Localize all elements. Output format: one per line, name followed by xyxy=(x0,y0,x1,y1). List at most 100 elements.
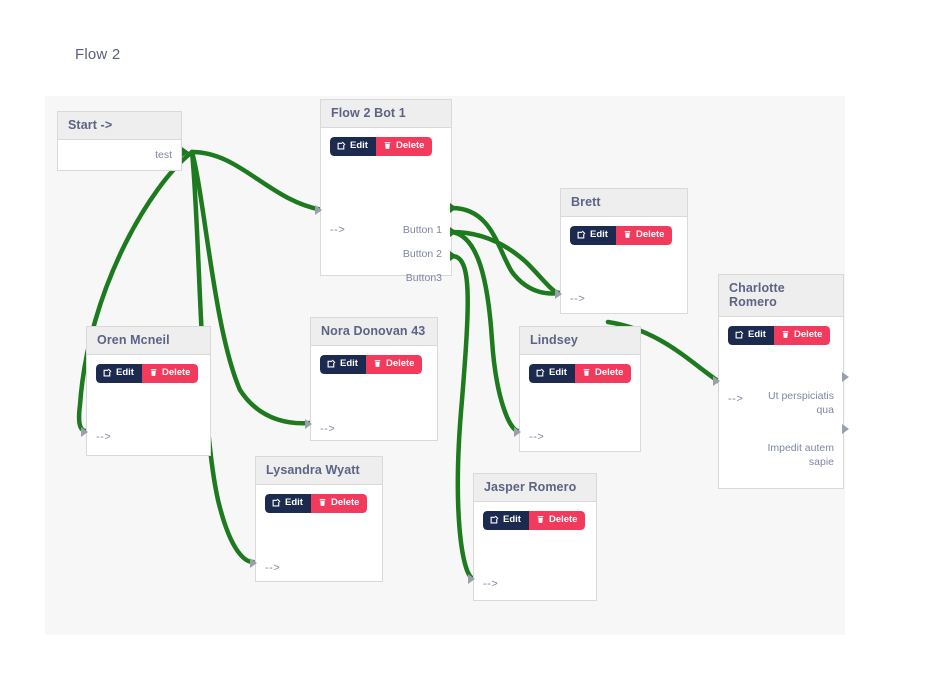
node-title: Brett xyxy=(561,189,687,217)
edit-button-label: Edit xyxy=(549,367,567,378)
edit-button[interactable]: Edit xyxy=(265,494,311,513)
pencil-square-icon xyxy=(272,498,281,507)
delete-button-label: Delete xyxy=(395,140,425,151)
port-nub-brett-in xyxy=(555,289,562,299)
port-in-brett[interactable]: --> xyxy=(570,293,586,305)
edit-button[interactable]: Edit xyxy=(330,137,376,156)
edit-button[interactable]: Edit xyxy=(529,364,575,383)
node-title: Jasper Romero xyxy=(474,474,596,502)
edit-button-label: Edit xyxy=(503,514,521,525)
node-flow2bot1[interactable]: Flow 2 Bot 1 Edit Delete --> Button 1 xyxy=(320,99,452,284)
edit-button-label: Edit xyxy=(285,497,303,508)
pencil-square-icon xyxy=(327,359,336,368)
trash-icon xyxy=(373,359,382,368)
delete-button[interactable]: Delete xyxy=(615,226,673,245)
node-body: Edit Delete --> xyxy=(87,355,210,454)
port-in-orenmcneil[interactable]: --> xyxy=(96,431,112,443)
node-jasperromero[interactable]: Jasper Romero Edit Delete --> xyxy=(473,473,597,601)
port-out-ut-perspiciatis-qua[interactable]: Ut perspiciatis qua xyxy=(768,390,834,416)
delete-button-label: Delete xyxy=(385,358,415,369)
delete-button-label: Delete xyxy=(161,367,191,378)
node-brett[interactable]: Brett Edit Delete --> xyxy=(560,188,688,314)
edit-button-label: Edit xyxy=(590,229,608,240)
port-out-button-3[interactable]: Button3 xyxy=(405,272,442,284)
trash-icon xyxy=(383,141,392,150)
edit-button[interactable]: Edit xyxy=(728,326,774,345)
port-in-charlotteromero[interactable]: --> xyxy=(728,393,744,405)
port-nub-charlotte-out-1 xyxy=(842,372,849,382)
trash-icon xyxy=(582,368,591,377)
node-body: Edit Delete --> xyxy=(474,502,596,599)
port-in-lindsey[interactable]: --> xyxy=(529,431,545,443)
port-out-impedit-autem-sapie[interactable]: Impedit autem sapie xyxy=(767,442,834,468)
node-body: Edit Delete --> Button 1 Button 2 Button… xyxy=(321,128,451,284)
node-orenmcneil[interactable]: Oren Mcneil Edit Delete --> xyxy=(86,326,211,456)
port-in-noradonovan[interactable]: --> xyxy=(320,423,336,435)
port-nub-start-test xyxy=(182,147,189,157)
port-nub-charlotte-out-2 xyxy=(842,424,849,434)
node-body: Edit Delete --> xyxy=(520,355,640,450)
port-out-button-1[interactable]: Button 1 xyxy=(402,224,442,236)
node-start[interactable]: Start -> test xyxy=(57,111,182,171)
edit-button[interactable]: Edit xyxy=(96,364,142,383)
port-nub-noradonovan-in xyxy=(305,419,312,429)
node-body: test xyxy=(58,140,181,169)
port-nub-button-1 xyxy=(450,203,457,213)
delete-button[interactable]: Delete xyxy=(310,494,368,513)
delete-button[interactable]: Delete xyxy=(773,326,831,345)
pencil-square-icon xyxy=(337,141,346,150)
node-title: Start -> xyxy=(58,112,181,140)
node-toolbar: Edit Delete xyxy=(529,364,632,383)
port-in-jasperromero[interactable]: --> xyxy=(483,578,499,590)
edit-button-label: Edit xyxy=(350,140,368,151)
delete-button[interactable]: Delete xyxy=(141,364,199,383)
trash-icon xyxy=(623,230,632,239)
node-charlotteromero[interactable]: Charlotte Romero Edit Delete --> Ut pers… xyxy=(718,274,844,489)
port-nub-button-3 xyxy=(450,251,457,261)
delete-button-label: Delete xyxy=(330,497,360,508)
port-nub-button-2 xyxy=(450,227,457,237)
trash-icon xyxy=(318,498,327,507)
node-title: Lysandra Wyatt xyxy=(256,457,382,485)
page-title: Flow 2 xyxy=(75,46,121,63)
node-noradonovan[interactable]: Nora Donovan 43 Edit Delete --> xyxy=(310,317,438,441)
port-out-button-2[interactable]: Button 2 xyxy=(402,248,442,260)
delete-button-label: Delete xyxy=(635,229,665,240)
node-body: Edit Delete --> xyxy=(561,217,687,312)
edit-button[interactable]: Edit xyxy=(320,355,366,374)
node-body: Edit Delete --> xyxy=(311,346,437,439)
delete-button[interactable]: Delete xyxy=(528,511,586,530)
edit-button[interactable]: Edit xyxy=(483,511,529,530)
port-in-lysandrawyatt[interactable]: --> xyxy=(265,562,281,574)
delete-button[interactable]: Delete xyxy=(375,137,433,156)
node-toolbar: Edit Delete xyxy=(96,364,199,383)
node-body: Edit Delete --> xyxy=(256,485,382,580)
node-title: Lindsey xyxy=(520,327,640,355)
edit-button-label: Edit xyxy=(748,329,766,340)
node-title: Flow 2 Bot 1 xyxy=(321,100,451,128)
delete-button[interactable]: Delete xyxy=(365,355,423,374)
trash-icon xyxy=(536,515,545,524)
delete-button-label: Delete xyxy=(793,329,823,340)
node-toolbar: Edit Delete xyxy=(483,511,586,530)
port-nub-orenmcneil-in xyxy=(81,427,88,437)
edit-button-label: Edit xyxy=(340,358,358,369)
trash-icon xyxy=(149,368,158,377)
delete-button-label: Delete xyxy=(548,514,578,525)
node-lysandrawyatt[interactable]: Lysandra Wyatt Edit Delete --> xyxy=(255,456,383,582)
port-nub-charlotteromero-in xyxy=(713,376,720,386)
node-toolbar: Edit Delete xyxy=(728,326,831,345)
delete-button[interactable]: Delete xyxy=(574,364,632,383)
node-lindsey[interactable]: Lindsey Edit Delete --> xyxy=(519,326,641,452)
edit-button[interactable]: Edit xyxy=(570,226,616,245)
port-nub-lindsey-in xyxy=(514,427,521,437)
node-body: Edit Delete --> Ut perspiciatis qua Impe… xyxy=(719,317,843,501)
port-out-test[interactable]: test xyxy=(155,149,172,161)
edit-button-label: Edit xyxy=(116,367,134,378)
node-toolbar: Edit Delete xyxy=(570,226,673,245)
pencil-square-icon xyxy=(536,368,545,377)
pencil-square-icon xyxy=(577,230,586,239)
node-toolbar: Edit Delete xyxy=(265,494,368,513)
port-in-flow2bot1[interactable]: --> xyxy=(330,224,346,236)
